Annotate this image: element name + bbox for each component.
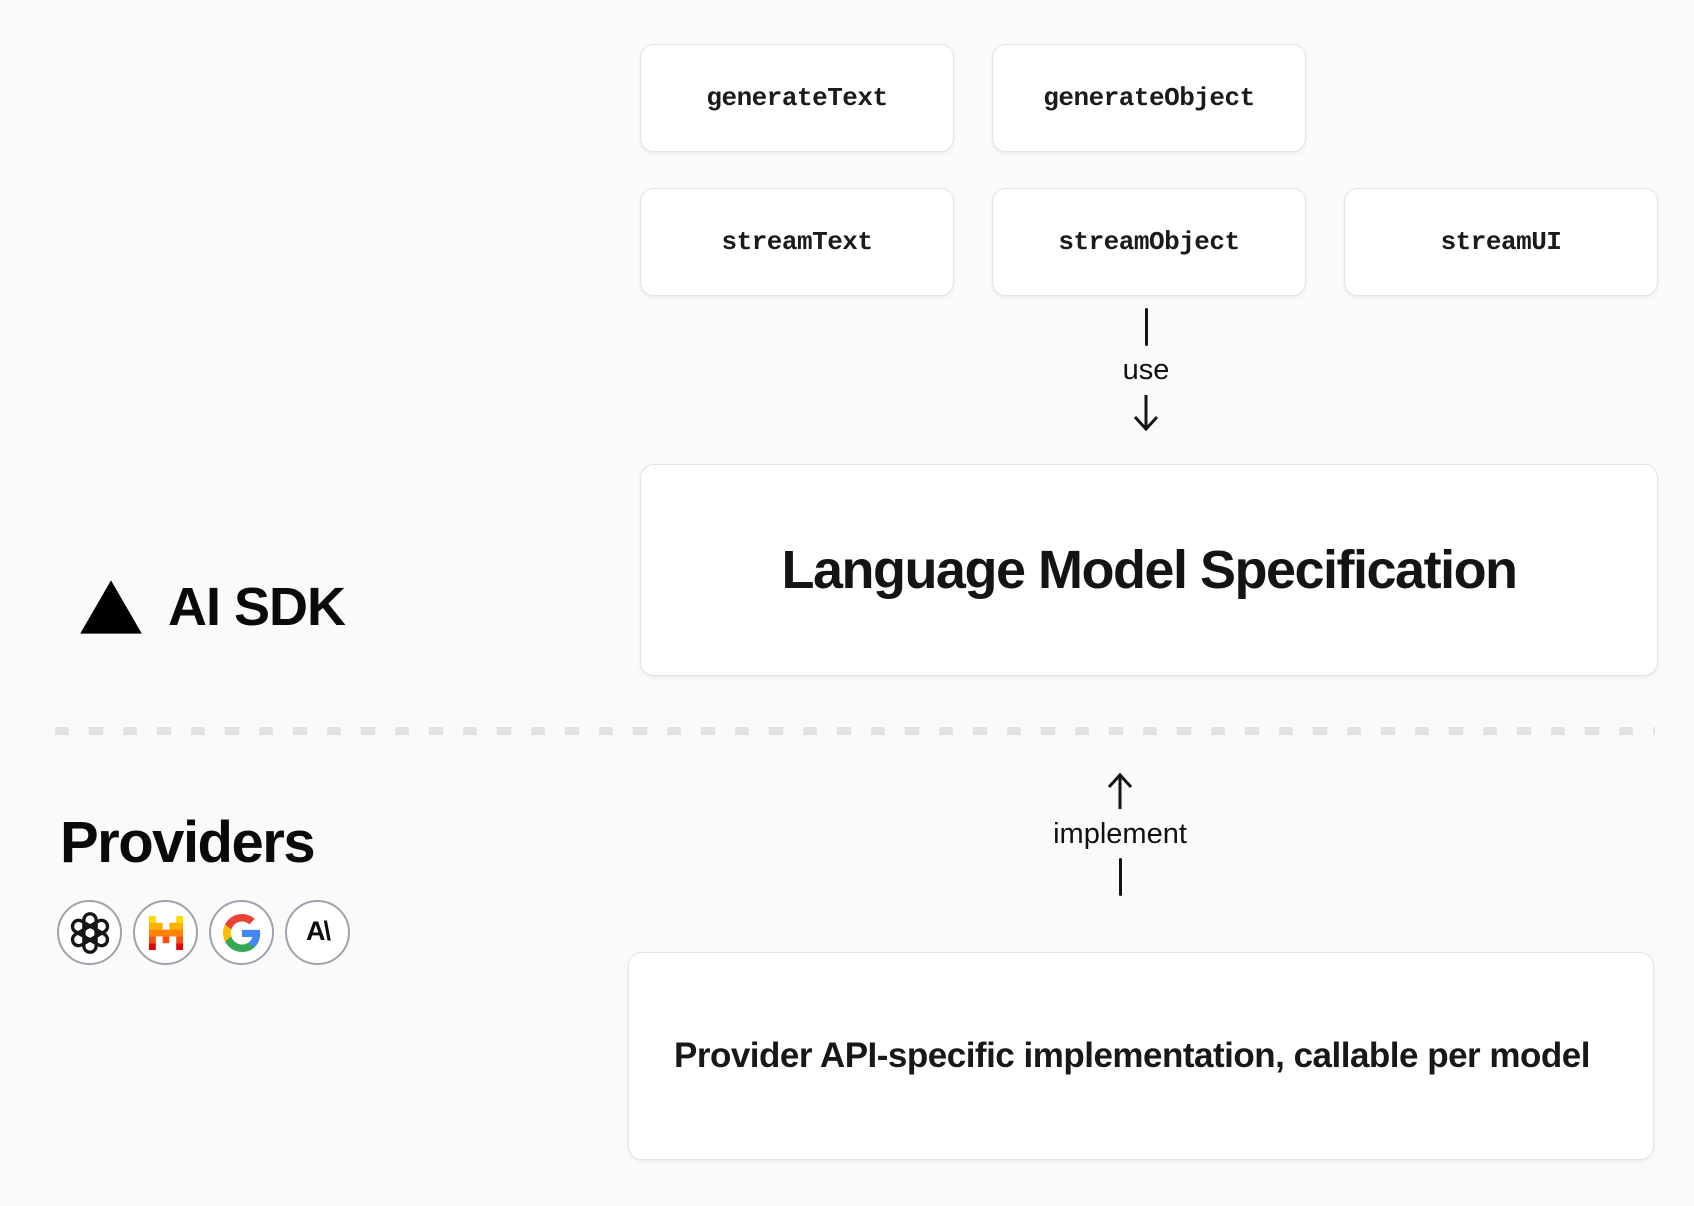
providers-title: Providers <box>60 810 316 875</box>
ai-sdk-brand: AI SDK <box>78 576 346 638</box>
function-box-generate-object: generateObject <box>992 44 1306 152</box>
ai-sdk-label: AI SDK <box>168 577 346 637</box>
provider-implementation-box: Provider API-specific implementation, ca… <box>628 952 1654 1160</box>
spec-title: Language Model Specification <box>781 540 1518 600</box>
connector-line <box>1144 308 1148 346</box>
use-connector: use <box>1046 308 1246 434</box>
language-model-spec-box: Language Model Specification <box>640 464 1658 676</box>
connector-line <box>1118 858 1122 896</box>
provider-implementation-text: Provider API-specific implementation, ca… <box>674 1036 1590 1076</box>
mistral-logo-icon <box>133 900 198 965</box>
arrow-down-icon <box>1133 395 1159 432</box>
vercel-triangle-icon <box>80 580 142 634</box>
function-label: generateText <box>706 83 888 113</box>
provider-logo-list: A\ <box>57 900 350 965</box>
sdk-providers-divider <box>55 727 1655 735</box>
function-box-stream-ui: streamUI <box>1344 188 1658 296</box>
implement-connector: implement <box>1020 770 1220 896</box>
arrow-up-icon <box>1107 772 1133 809</box>
function-label: streamText <box>721 227 873 257</box>
function-label: generateObject <box>1043 83 1255 113</box>
openai-logo-icon <box>57 900 122 965</box>
function-label: streamUI <box>1440 227 1562 257</box>
function-box-stream-object: streamObject <box>992 188 1306 296</box>
function-box-stream-text: streamText <box>640 188 954 296</box>
implement-label: implement <box>1053 818 1187 850</box>
function-label: streamObject <box>1058 227 1240 257</box>
anthropic-logo-icon: A\ <box>285 900 350 965</box>
function-box-generate-text: generateText <box>640 44 954 152</box>
use-label: use <box>1122 354 1170 386</box>
google-logo-icon <box>209 900 274 965</box>
